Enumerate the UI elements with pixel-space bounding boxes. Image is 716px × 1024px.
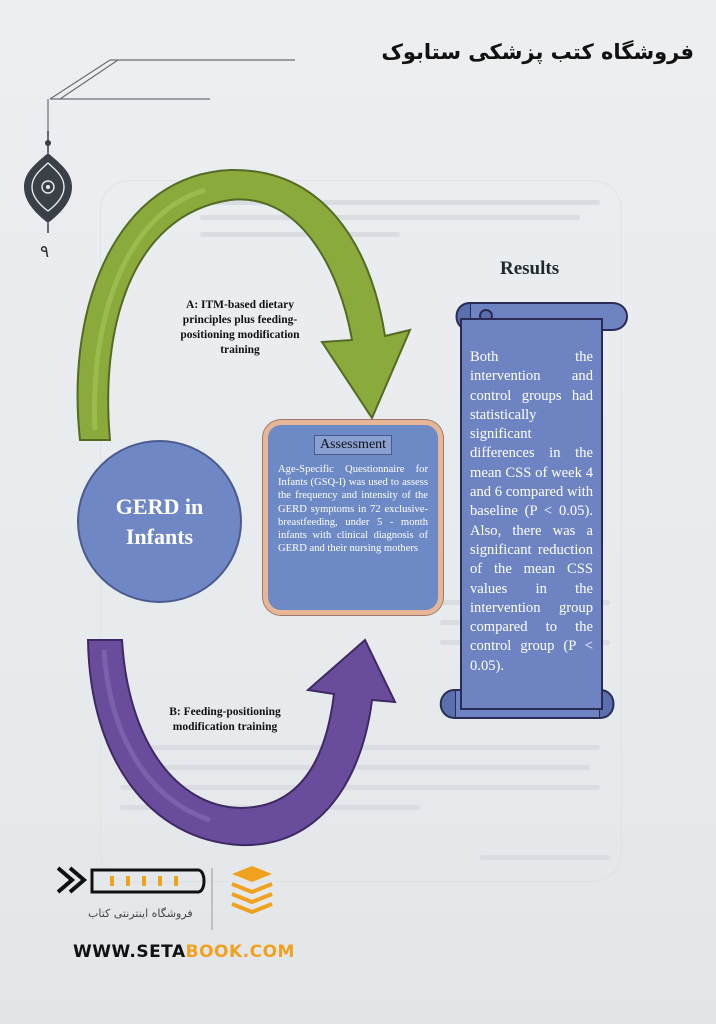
arrow-a-label: A: ITM-based dietary principles plus fee… bbox=[180, 299, 300, 356]
assessment-box: Assessment Age-Specific Questionnaire fo… bbox=[263, 420, 443, 615]
book-stack-icon bbox=[231, 866, 273, 915]
setabook-logo-icon bbox=[56, 866, 273, 930]
website-url: WWW.SETABOOK.COM bbox=[73, 942, 295, 962]
assessment-text: Age-Specific Questionnaire for Infants (… bbox=[278, 464, 428, 555]
faded-line bbox=[200, 200, 600, 205]
arrow-a bbox=[76, 168, 412, 441]
gerd-node-line1: GERD in bbox=[115, 493, 204, 519]
store-title: فروشگاه کتب پزشکی ستابوک bbox=[381, 40, 694, 64]
faded-line bbox=[200, 232, 400, 237]
faded-line bbox=[120, 785, 600, 790]
header-lines bbox=[47, 59, 295, 135]
faded-line bbox=[200, 215, 580, 220]
website-url-part1: WWW.SETA bbox=[73, 942, 186, 962]
gerd-node-line2: Infants bbox=[125, 523, 194, 549]
logo-subtitle: فروشگاه اینترنتی کتاب bbox=[88, 907, 193, 920]
results-text: Both the intervention and control groups… bbox=[460, 318, 603, 710]
faded-line bbox=[480, 855, 610, 860]
results-heading: Results bbox=[500, 258, 560, 279]
arrow-b bbox=[86, 638, 397, 847]
gerd-node: GERD in Infants bbox=[77, 440, 242, 603]
ornament-icon bbox=[24, 131, 72, 233]
website-url-part2: BOOK.COM bbox=[185, 942, 295, 962]
assessment-title: Assessment bbox=[313, 435, 393, 455]
arrow-b-label: B: Feeding-positioning modification trai… bbox=[169, 706, 281, 733]
page-number: ۹ bbox=[40, 242, 50, 262]
forward-chevrons-icon bbox=[56, 866, 88, 894]
